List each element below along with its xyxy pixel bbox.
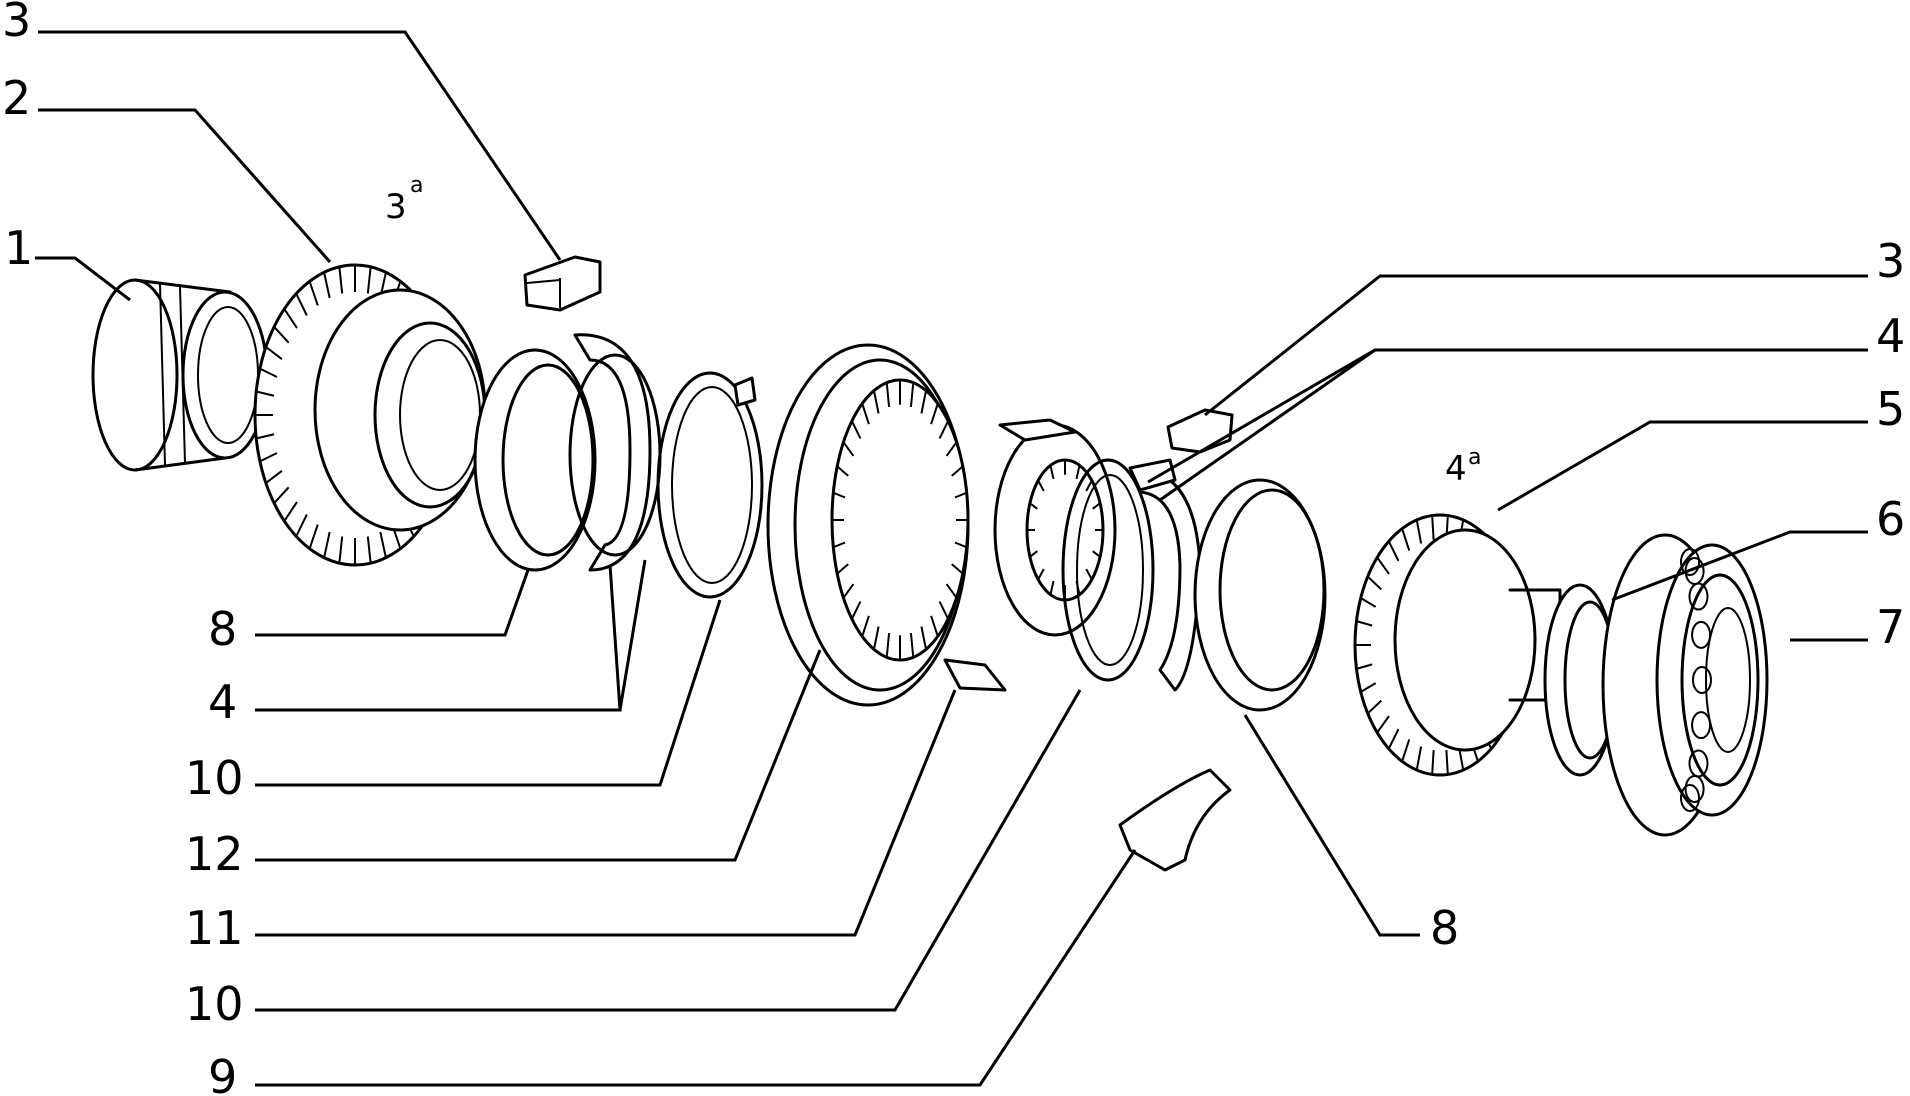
svg-text:a: a	[410, 173, 423, 198]
part-11-synchro-hub	[943, 418, 1117, 692]
callout-4-right: 4	[1876, 309, 1905, 363]
part-7-ball-bearing	[1601, 533, 1769, 837]
callout-3-right: 3	[1876, 234, 1905, 288]
part-4-synchro-cone-right	[1128, 458, 1202, 692]
callout-6: 6	[1876, 492, 1905, 546]
fourth-gear-label: 4 a	[1445, 445, 1481, 489]
callout-4-left: 4	[208, 675, 237, 729]
part-10-snap-ring-left	[656, 371, 764, 599]
callout-2: 2	[2, 71, 31, 125]
callout-8-bottom: 8	[1430, 901, 1459, 955]
part-12-sliding-sleeve	[766, 343, 970, 707]
svg-text:3: 3	[385, 187, 407, 227]
callout-7: 7	[1876, 600, 1905, 654]
part-10-snap-ring-right	[1061, 458, 1155, 682]
part-5-fourth-gear	[1353, 513, 1562, 777]
third-gear-label: 3 a	[385, 173, 423, 227]
part-9-fork-segment	[1118, 768, 1232, 872]
callout-9: 9	[208, 1050, 237, 1096]
part-3-key-right	[1166, 408, 1234, 454]
callout-5: 5	[1876, 382, 1905, 436]
callout-11: 11	[185, 901, 244, 955]
callout-8-left: 8	[208, 602, 237, 656]
callout-3-top-left: 3	[2, 0, 31, 47]
part-3-key-top	[523, 255, 602, 312]
callout-10-lower: 10	[185, 977, 244, 1031]
part-1-bearing-bush	[91, 278, 269, 472]
svg-text:4: 4	[1445, 449, 1467, 489]
callout-1: 1	[4, 221, 33, 275]
svg-text:a: a	[1468, 445, 1481, 470]
leader-lines	[35, 30, 1868, 1087]
callout-12: 12	[185, 827, 244, 881]
part-8-ring-right	[1193, 478, 1327, 712]
part-2-third-gear	[253, 263, 487, 567]
part-8-ring-left	[473, 348, 597, 572]
callout-10-upper: 10	[185, 751, 244, 805]
